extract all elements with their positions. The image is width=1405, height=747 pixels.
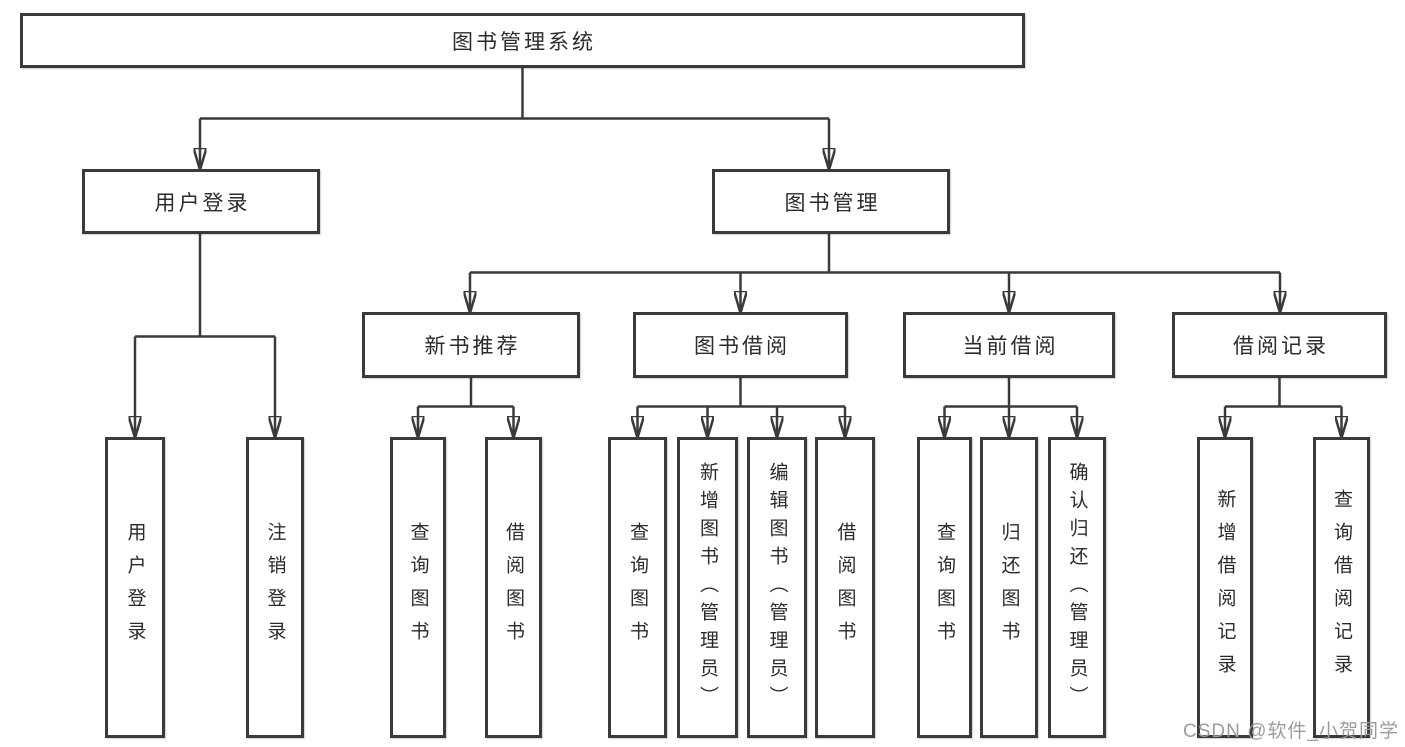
node-label: 用户登录 — [124, 521, 146, 654]
leaf-edit-book-admin: 编辑图书（管理员） — [747, 437, 807, 738]
node-book-borrow: 图书借阅 — [633, 312, 848, 378]
node-label: 确认归还（管理员） — [1066, 461, 1088, 714]
connector-line — [1225, 378, 1342, 408]
connector-line — [200, 68, 829, 120]
node-label: 查询图书 — [934, 521, 955, 654]
node-label: 新增图书（管理员） — [697, 461, 718, 714]
connector-user-login-children — [135, 234, 275, 437]
node-book-management: 图书管理 — [712, 169, 950, 234]
node-label: 注销登录 — [264, 521, 286, 654]
connector-borrow-record-children — [1225, 378, 1342, 437]
node-label: 归还图书 — [998, 521, 1020, 654]
connector-current-borrow-children — [945, 378, 1078, 437]
node-label: 当前借阅 — [962, 335, 1059, 358]
leaf-return-book: 归还图书 — [980, 437, 1038, 738]
leaf-query-borrow-record: 查询借阅记录 — [1313, 437, 1370, 738]
leaf-query-book-borrow: 查询图书 — [608, 437, 667, 738]
leaf-add-borrow-record: 新增借阅记录 — [1197, 437, 1253, 738]
node-label: 用户登录 — [154, 191, 251, 215]
node-label: 图书管理 — [784, 191, 881, 215]
node-system-root: 图书管理系统 — [20, 13, 1025, 68]
connector-line — [470, 234, 1280, 274]
leaf-user-login: 用户登录 — [105, 437, 165, 738]
connector-new-book-children — [418, 378, 514, 437]
connector-line — [418, 378, 514, 408]
connector-book-borrow-children — [638, 378, 846, 437]
csdn-watermark: CSDN @软件_小贺同学 — [1183, 721, 1399, 742]
connector-line — [944, 378, 1077, 408]
leaf-borrow-book-recommend: 借阅图书 — [485, 437, 542, 738]
leaf-borrow-book: 借阅图书 — [815, 437, 875, 738]
node-label: 借阅图书 — [503, 521, 524, 654]
node-label: 查询图书 — [407, 521, 429, 654]
node-label: 新增借阅记录 — [1214, 488, 1236, 687]
connector-line — [637, 378, 845, 408]
leaf-logout: 注销登录 — [246, 437, 304, 738]
connector-line — [135, 234, 275, 338]
node-label: 借阅图书 — [834, 521, 856, 654]
leaf-add-book-admin: 新增图书（管理员） — [677, 437, 738, 738]
connector-book-management-children — [470, 234, 1280, 312]
node-new-book-recommend: 新书推荐 — [362, 312, 580, 378]
node-label: 查询图书 — [627, 521, 648, 654]
node-label: 查询借阅记录 — [1331, 488, 1352, 687]
node-label: 编辑图书（管理员） — [766, 461, 788, 714]
leaf-query-book-current: 查询图书 — [917, 437, 972, 738]
leaf-query-book-recommend: 查询图书 — [390, 437, 446, 738]
leaf-confirm-return-admin: 确认归还（管理员） — [1048, 437, 1106, 738]
node-label: 图书借阅 — [694, 335, 790, 358]
node-label: 新书推荐 — [424, 335, 521, 358]
node-user-login: 用户登录 — [82, 169, 320, 234]
node-borrow-record: 借阅记录 — [1172, 312, 1387, 378]
node-label: 借阅记录 — [1233, 335, 1329, 358]
connector-root-to-level2 — [200, 68, 829, 169]
node-label: 图书管理系统 — [452, 30, 596, 54]
node-current-borrow: 当前借阅 — [903, 312, 1115, 378]
